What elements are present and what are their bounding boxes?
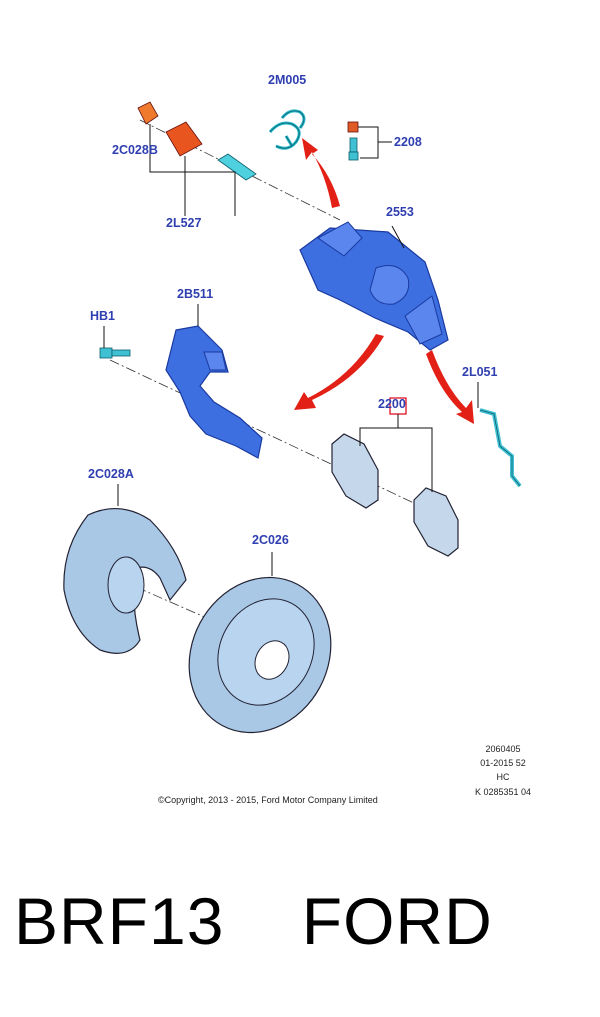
bottom-caption: BRF13 FORD	[14, 888, 493, 954]
part-2200-brake-pads	[331, 397, 459, 557]
axis-line-middle	[109, 359, 451, 521]
meta-line-1: 2060405	[485, 744, 520, 754]
part-2c026-brake-disc	[188, 576, 332, 734]
part-2553-caliper	[299, 221, 449, 351]
caption-part-number: BRF13	[14, 884, 225, 958]
label-2208: 2208	[394, 135, 422, 149]
label-2c028a: 2C028A	[88, 467, 134, 481]
label-2c026: 2C026	[252, 533, 289, 547]
caption-brand: FORD	[301, 884, 493, 958]
label-2l051: 2L051	[462, 365, 497, 379]
red-arrow-to-pads	[294, 334, 384, 410]
label-2553: 2553	[386, 205, 414, 219]
part-2l527-guide-pin	[165, 121, 257, 181]
brake-exploded-diagram: 2M005 2208 2C028B 2553 2L527 2B511 HB1 2…	[63, 73, 531, 805]
part-2l051-hose	[479, 408, 522, 488]
label-hb1: HB1	[90, 309, 115, 323]
part-2c028a-dust-shield	[63, 507, 187, 654]
label-2m005: 2M005	[268, 73, 306, 87]
part-2m005-spring	[268, 109, 306, 150]
label-2l527: 2L527	[166, 216, 201, 230]
part-2c028b-boot	[137, 101, 159, 125]
label-2c028b: 2C028B	[112, 143, 158, 157]
meta-line-3: HC	[497, 772, 510, 782]
red-arrow-to-spring	[302, 138, 340, 208]
copyright-text: ©Copyright, 2013 - 2015, Ford Motor Comp…	[158, 795, 378, 805]
meta-line-4: K 0285351 04	[475, 787, 531, 797]
red-arrow-to-hose	[426, 350, 474, 424]
part-2208-bleed-screw	[347, 121, 359, 161]
part-2b511-carrier-bracket	[165, 325, 263, 459]
part-hb1-bolt	[99, 347, 131, 359]
label-2200: 2200	[378, 397, 406, 411]
label-2b511: 2B511	[177, 287, 213, 301]
meta-line-2: 01-2015 52	[480, 758, 526, 768]
